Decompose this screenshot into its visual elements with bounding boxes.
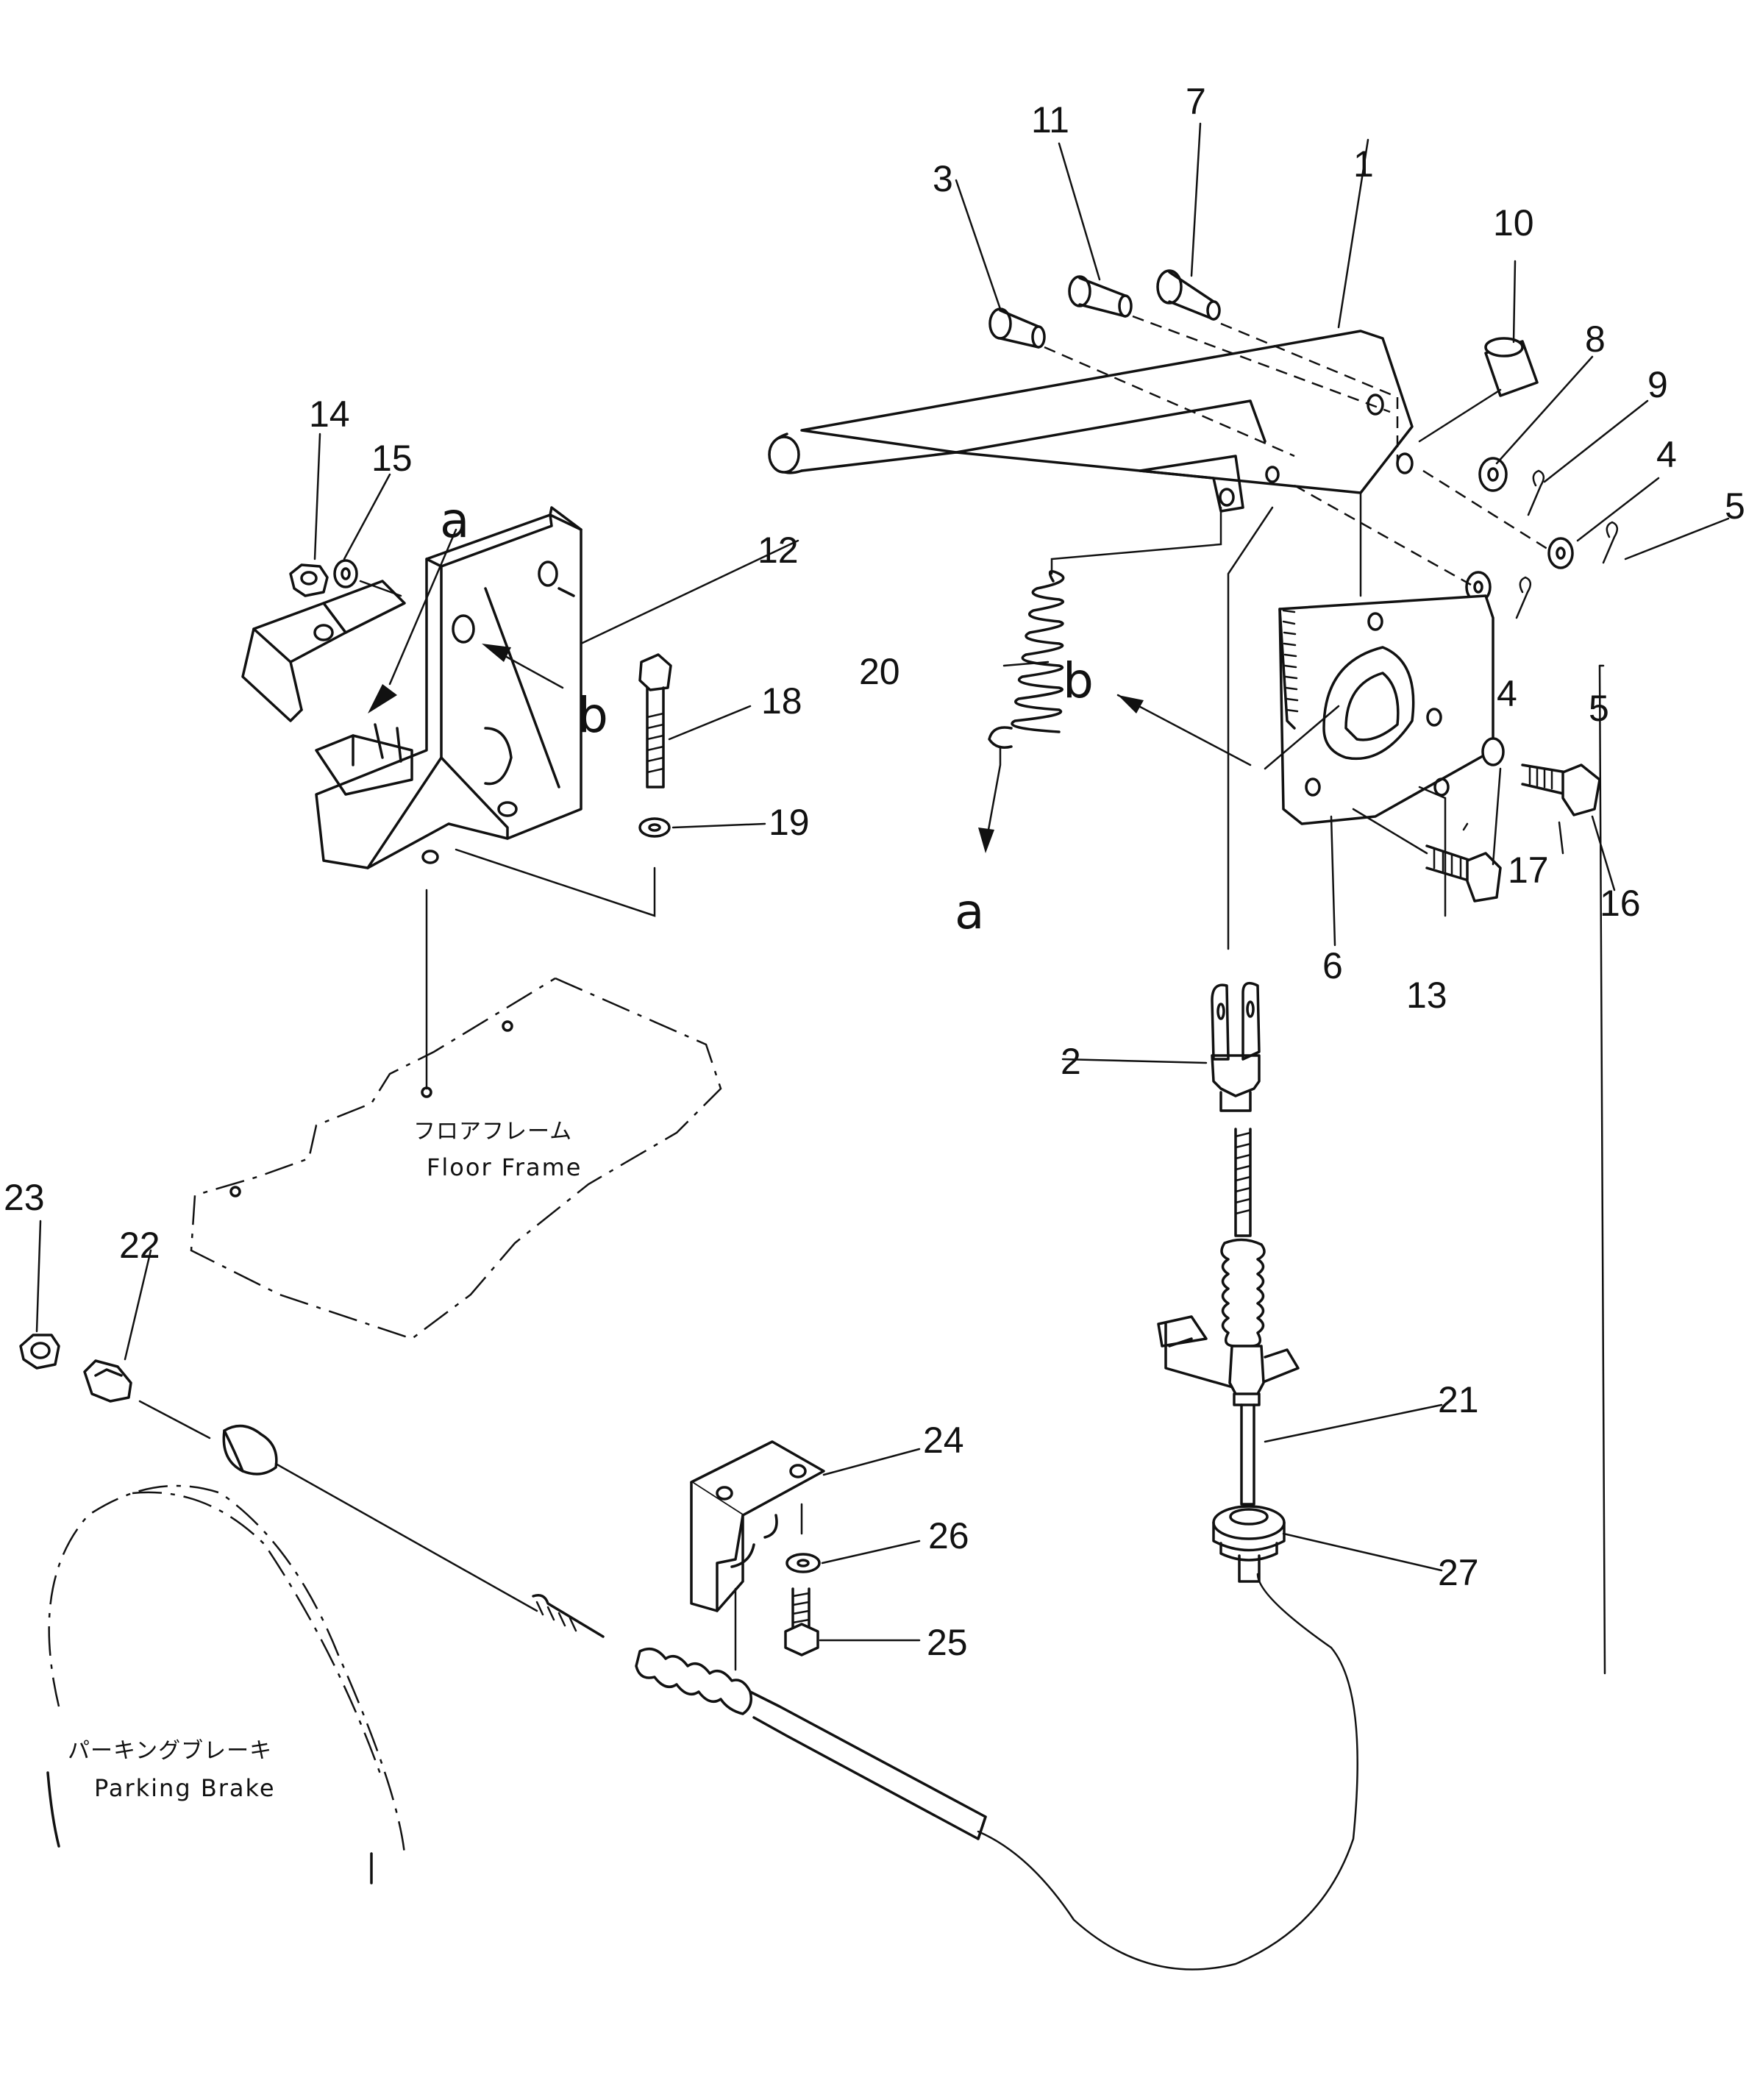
- cable-21: [274, 1462, 1358, 1971]
- reference-labels: フロアフレーム Floor Frame パーキングブレーキ Parking Br…: [68, 1119, 582, 1802]
- bolt-16: [1521, 764, 1601, 816]
- callout-13: 13: [1406, 975, 1447, 1016]
- floor-frame-label-en: Floor Frame: [427, 1153, 582, 1181]
- callout-15: 15: [371, 438, 413, 479]
- callout-27: 27: [1438, 1552, 1479, 1593]
- washer-19: [638, 817, 671, 838]
- nut-23: [19, 1334, 60, 1370]
- callout-14: 14: [309, 394, 350, 435]
- view-marker-b-left: b: [577, 687, 608, 744]
- callout-6: 6: [1322, 945, 1343, 986]
- floor-frame: [190, 977, 722, 1340]
- lever-bracket-12: [241, 506, 582, 869]
- callout-21: 21: [1438, 1379, 1479, 1420]
- leader-lines: [35, 122, 1730, 1675]
- ratchet-plate-6: [1278, 594, 1494, 825]
- callout-24: 24: [923, 1420, 964, 1461]
- washer-4-upper: [1547, 537, 1574, 569]
- parking-brake-label-en: Parking Brake: [94, 1774, 276, 1802]
- callout-2: 2: [1061, 1041, 1081, 1082]
- washer-8: [1478, 457, 1508, 492]
- parking-brake-label-jp: パーキングブレーキ: [68, 1738, 272, 1764]
- callout-5b: 5: [1589, 688, 1609, 729]
- bolt-25: [784, 1587, 819, 1656]
- callout-4a: 4: [1656, 434, 1677, 475]
- washer-15: [333, 559, 358, 588]
- hand-lever-assembly: [768, 330, 1414, 513]
- callout-8: 8: [1585, 318, 1606, 360]
- callout-16: 16: [1600, 883, 1641, 924]
- callout-23: 23: [4, 1177, 45, 1218]
- callout-18: 18: [761, 680, 802, 722]
- callout-20: 20: [859, 651, 900, 692]
- callout-5a: 5: [1725, 485, 1745, 527]
- callout-22: 22: [119, 1225, 160, 1266]
- view-marker-a-top: a: [440, 492, 469, 549]
- parking-brake-drum: [46, 1484, 406, 1884]
- bolt-18: [638, 653, 672, 789]
- cable-bracket-24: [690, 1440, 825, 1612]
- clevis-2: [1211, 981, 1261, 1112]
- bushing-10: [1418, 337, 1539, 443]
- view-markers: a b b a: [440, 492, 1094, 940]
- cotter-pin-5-upper: [1602, 521, 1619, 564]
- cotter-pin-5-lower: [1515, 576, 1532, 619]
- callout-3: 3: [933, 158, 953, 199]
- nut-22: [83, 1359, 132, 1403]
- washer-26: [785, 1553, 821, 1573]
- callout-11: 11: [1031, 99, 1069, 140]
- callout-17: 17: [1508, 850, 1549, 891]
- nut-14: [289, 563, 329, 597]
- callout-10: 10: [1493, 202, 1534, 243]
- view-marker-b-right: b: [1063, 652, 1094, 709]
- washer-17: [1481, 737, 1505, 766]
- cotter-pin-9: [1527, 469, 1545, 516]
- pin-3: [988, 307, 1046, 349]
- callout-4b: 4: [1497, 673, 1517, 714]
- spring-20: [978, 506, 1222, 853]
- callout-26: 26: [928, 1515, 969, 1556]
- view-marker-a-bottom: a: [955, 883, 984, 940]
- grommet-27: [1212, 1505, 1286, 1562]
- pin-11: [1068, 275, 1133, 318]
- pin-7: [1156, 269, 1221, 321]
- callout-1: 1: [1353, 143, 1374, 185]
- callout-25: 25: [927, 1622, 968, 1663]
- callout-numbers: 1 2 3 4 4 5 5 6 7 8 9 10 11 12 13 14 15 …: [4, 81, 1745, 1663]
- callout-19: 19: [769, 802, 810, 843]
- bolt-13: [1425, 844, 1502, 903]
- callout-12: 12: [758, 530, 799, 571]
- callout-7: 7: [1186, 81, 1206, 122]
- callout-9: 9: [1647, 364, 1668, 405]
- floor-frame-label-jp: フロアフレーム: [413, 1119, 572, 1145]
